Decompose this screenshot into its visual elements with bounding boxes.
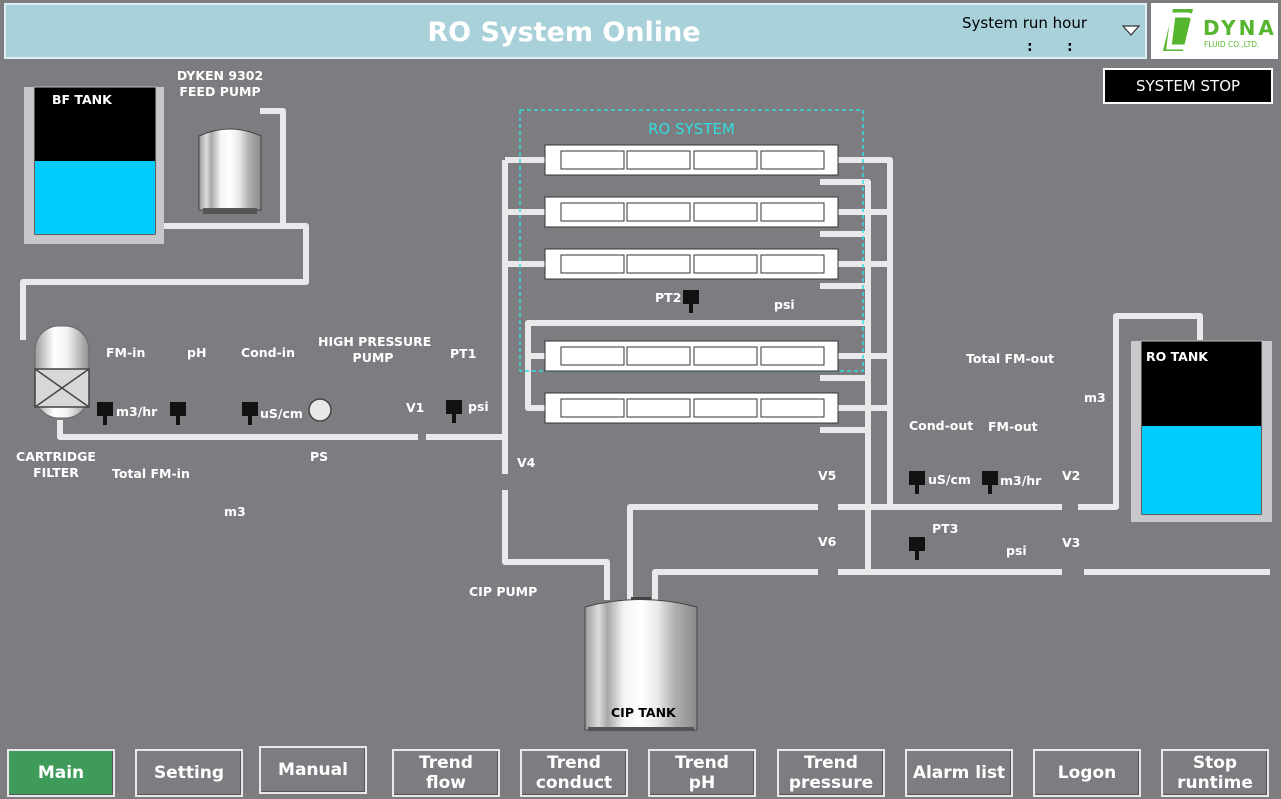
nav-trend-pressure-button[interactable]: Trend pressure: [777, 749, 885, 797]
cip-tank: [584, 597, 698, 731]
pt3-label: PT3: [932, 521, 959, 536]
run-hour-label: System run hour: [962, 14, 1088, 32]
pt2-unit: psi: [774, 297, 795, 312]
sensor-icon: [97, 402, 113, 425]
company-logo: DYNA FLUID CO.,LTD.: [1151, 3, 1278, 59]
sensors: [97, 290, 998, 560]
v5-label: V5: [818, 468, 837, 483]
page-title: RO System Online: [427, 17, 701, 48]
cip-pump-label: CIP PUMP: [469, 584, 538, 599]
ps-label: PS: [310, 449, 329, 464]
nav-setting-button[interactable]: Setting: [135, 749, 243, 797]
nav-main-button[interactable]: Main: [7, 749, 115, 797]
ro-membrane: [544, 392, 839, 424]
pt1-unit: psi: [468, 399, 489, 414]
v1-label: V1: [406, 400, 425, 415]
v6-label: V6: [818, 534, 837, 549]
nav-trend-conduct-button[interactable]: Trend conduct: [520, 749, 628, 797]
nav-manual-button[interactable]: Manual: [259, 746, 367, 794]
bf-tank: [24, 86, 164, 244]
fm-in-label: FM-in: [106, 345, 146, 360]
system-stop-button[interactable]: SYSTEM STOP: [1103, 68, 1273, 104]
fm-in-unit: m3/hr: [116, 404, 158, 419]
high-pressure-pump-label: HIGH PRESSURE PUMP: [318, 334, 432, 365]
process-diagram: [20, 86, 1272, 731]
sensor-icon: [909, 471, 925, 494]
pipe-network: [20, 108, 1270, 600]
run-hour-colon: :: [1067, 39, 1073, 55]
run-hour-dropdown[interactable]: [1120, 21, 1142, 41]
ro-membrane: [544, 196, 839, 228]
nav-stop-runtime-button[interactable]: Stop runtime: [1161, 749, 1269, 797]
ro-membranes: [544, 144, 839, 424]
nav-logon-button[interactable]: Logon: [1033, 749, 1141, 797]
cartridge-filter: [34, 325, 90, 419]
fm-out-unit: m3/hr: [1000, 473, 1042, 488]
cond-in-label: Cond-in: [241, 345, 295, 360]
cip-tank-label: CIP TANK: [611, 705, 676, 720]
total-fm-in-label: Total FM-in: [112, 466, 190, 481]
pt3-unit: psi: [1006, 543, 1027, 558]
ro-tank: [1131, 340, 1272, 522]
sensor-icon: [446, 400, 462, 423]
fm-out-label: FM-out: [988, 419, 1038, 434]
ro-system-title: RO SYSTEM: [648, 120, 735, 138]
chevron-down-icon: [1121, 25, 1141, 36]
ph-label: pH: [187, 345, 207, 360]
feed-pump-tank: [198, 128, 262, 214]
run-hour-colon: :: [1027, 39, 1033, 55]
sensor-icon: [909, 537, 925, 560]
total-fm-out-label: Total FM-out: [966, 351, 1055, 366]
v3-label: V3: [1062, 535, 1081, 550]
total-fm-in-unit: m3: [224, 504, 246, 519]
nav-trend-ph-button[interactable]: Trend pH: [648, 749, 756, 797]
sensor-icon: [170, 402, 186, 425]
v2-label: V2: [1062, 468, 1081, 483]
ro-system-frame: [519, 109, 864, 372]
header-bar: RO System Online System run hour : :: [4, 3, 1147, 59]
cond-out-unit: uS/cm: [928, 472, 971, 487]
cond-in-unit: uS/cm: [260, 406, 303, 421]
logo-subtitle: FLUID CO.,LTD.: [1204, 40, 1259, 49]
sensor-icon: [242, 402, 258, 425]
logo-brand: DYNA: [1203, 16, 1277, 40]
v4-label: V4: [517, 455, 536, 470]
cartridge-filter-label: CARTRIDGE FILTER: [16, 449, 96, 480]
ro-membrane: [544, 248, 839, 280]
sensor-icon: [982, 471, 998, 494]
nav-trend-flow-button[interactable]: Trend flow: [392, 749, 500, 797]
ro-tank-label: RO TANK: [1146, 349, 1208, 364]
ro-membrane: [544, 144, 839, 176]
ro-membrane: [544, 340, 839, 372]
nav-alarm-list-button[interactable]: Alarm list: [905, 749, 1013, 797]
cond-out-label: Cond-out: [909, 418, 974, 433]
high-pressure-pump-icon: [308, 398, 332, 422]
bf-tank-label: BF TANK: [52, 92, 112, 107]
pt1-label: PT1: [450, 346, 477, 361]
sensor-icon: [683, 290, 699, 313]
total-fm-out-unit: m3: [1084, 390, 1106, 405]
pt2-label: PT2: [655, 290, 682, 305]
feed-pump-label: DYKEN 9302 FEED PUMP: [176, 68, 264, 99]
